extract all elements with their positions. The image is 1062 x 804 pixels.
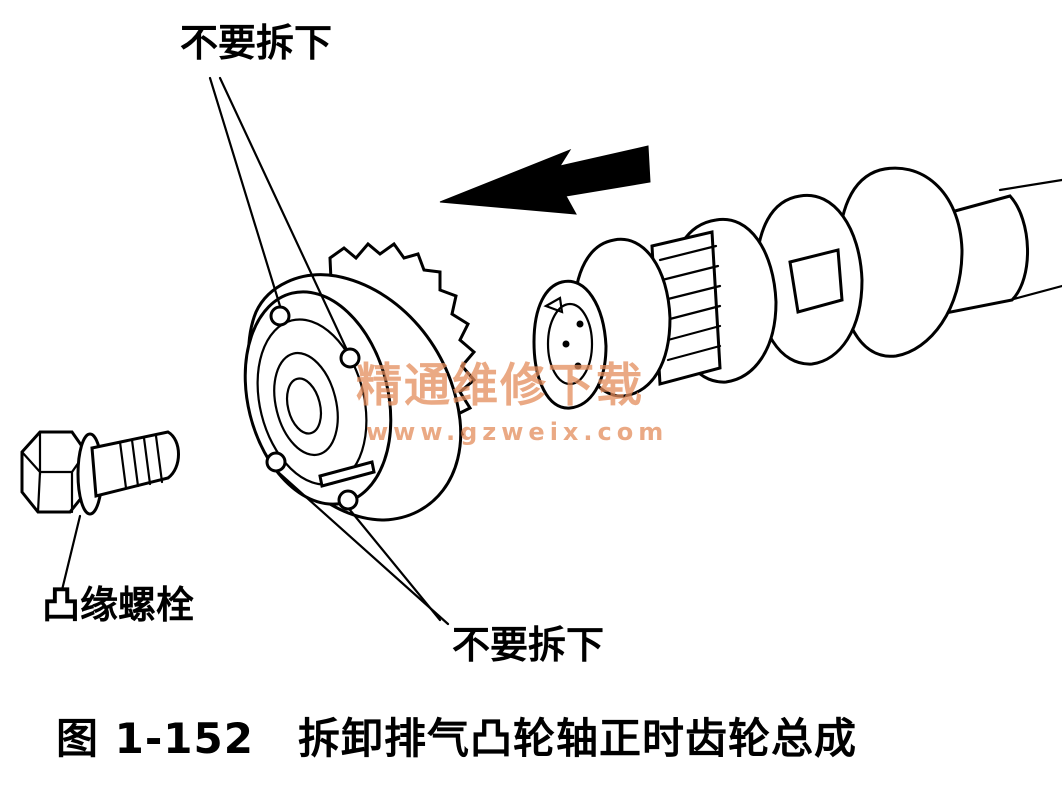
removal-direction-arrow [439, 145, 651, 215]
flange-bolt-label: 凸缘螺栓 [42, 583, 195, 627]
figure-title: 拆卸排气凸轮轴正时齿轮总成 [297, 714, 857, 763]
exhaust-camshaft [532, 166, 1062, 410]
flange-bolt-drawing [20, 430, 180, 592]
do-not-remove-label-top: 不要拆下 [180, 21, 333, 65]
watermark-name: 精通维修下载 [356, 358, 644, 412]
timing-gear-assembly [208, 76, 477, 626]
figure-number: 图 1-152 [56, 714, 254, 763]
watermark-url: www.gzweix.com [366, 418, 669, 446]
do-not-remove-label-bottom: 不要拆下 [452, 623, 605, 667]
